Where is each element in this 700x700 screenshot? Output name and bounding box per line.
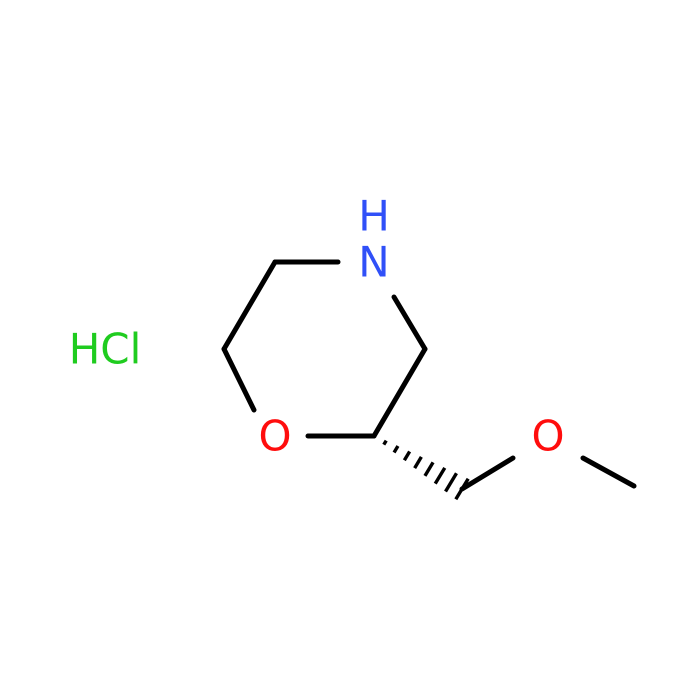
bond-ch2-o bbox=[459, 455, 516, 492]
bond-o-ch3 bbox=[580, 455, 637, 489]
bond-c5-c6 bbox=[221, 259, 278, 352]
bonds bbox=[221, 259, 637, 492]
hash-stroke bbox=[433, 466, 447, 485]
hash-stroke bbox=[444, 472, 458, 493]
hash-stroke bbox=[392, 445, 400, 454]
hash-stroke bbox=[372, 434, 376, 438]
atom-ether-o-label: O bbox=[531, 412, 564, 461]
stereo-hashed-wedge bbox=[372, 434, 470, 501]
hash-stroke bbox=[413, 456, 423, 469]
hcl-salt-label: HCl bbox=[69, 325, 142, 374]
atom-nh-hydrogen-label: H bbox=[358, 192, 390, 241]
bond-c3-c2 bbox=[371, 346, 428, 439]
hash-stroke bbox=[382, 439, 388, 446]
hash-stroke bbox=[402, 450, 412, 462]
atom-ring-o-label: O bbox=[258, 412, 291, 461]
hash-stroke bbox=[454, 477, 470, 501]
bond-o1-c5 bbox=[221, 346, 257, 413]
atom-n-label: N bbox=[358, 238, 389, 287]
bond-n4-c3 bbox=[391, 294, 428, 352]
atom-labels: N H O O HCl bbox=[69, 192, 565, 461]
hash-stroke bbox=[423, 461, 435, 477]
